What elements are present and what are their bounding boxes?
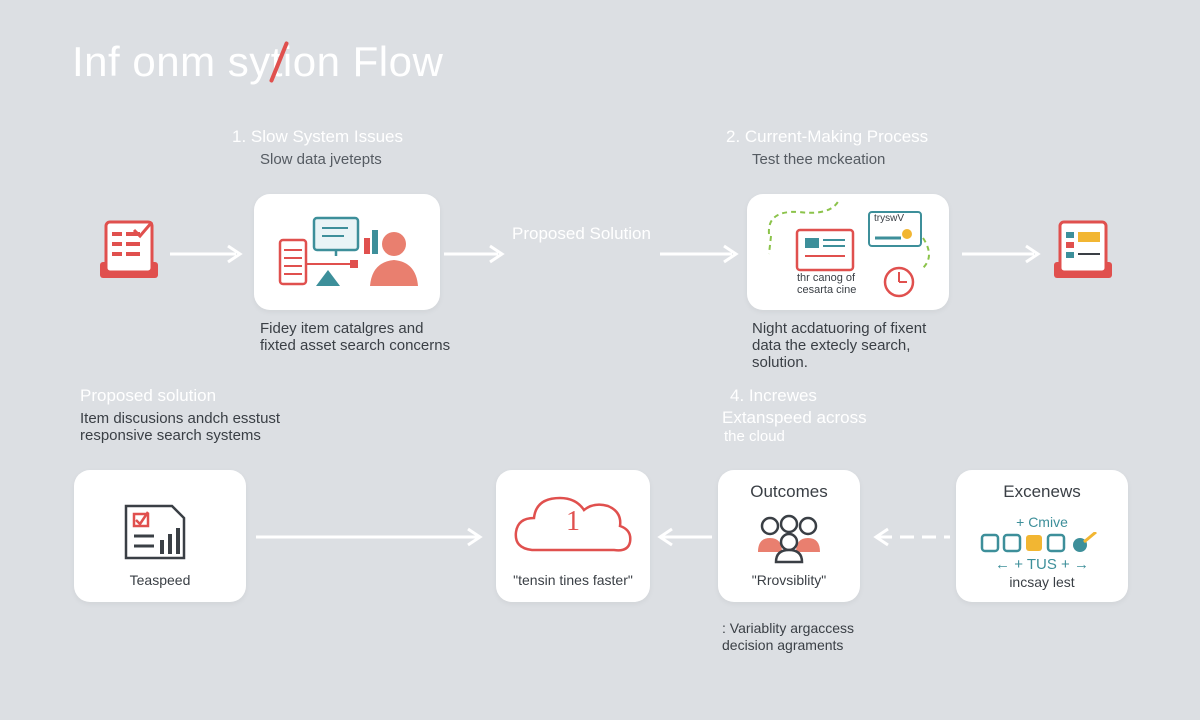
step1-card — [254, 194, 440, 310]
process-card-caption: thr canog of cesarta cine — [797, 272, 857, 296]
teaspeed-label: Teaspeed — [129, 572, 191, 588]
step2-sub: Test thee mckeation — [752, 151, 886, 168]
cloud-label: "tensin tines faster" — [513, 572, 633, 588]
flow-arrow-right — [444, 243, 506, 265]
excenews-line1: + Cmive — [1016, 514, 1068, 530]
excenews-line2: ← + TUS + → — [995, 556, 1089, 573]
step2-description: Night acdatuoring of fixent data the ext… — [752, 320, 927, 371]
step2-heading: 2. Current-Making Process — [726, 127, 929, 146]
outcomes-card: Outcomes "Rrovsiblity" — [718, 470, 860, 602]
process-illustration — [767, 199, 930, 298]
excenews-label: incsay lest — [1009, 574, 1075, 590]
step1-heading: 1. Slow System Issues — [232, 127, 404, 146]
cloud-number: 1 — [566, 506, 580, 537]
page-title: Inf onm sytion Flow — [72, 38, 444, 85]
step1-description: Fidey item catalgres and fixted asset se… — [260, 320, 451, 354]
step4-sub-line1: Extanspeed across — [722, 408, 867, 427]
excenews-title: Excenews — [1003, 482, 1081, 501]
flow-arrow-right — [962, 243, 1042, 265]
step2-card: tryswV thr canog of cesarta cine — [747, 194, 949, 310]
excenews-card: Excenews + Cmive ← + TUS + → incsay lest — [956, 470, 1128, 602]
status-boxes-icon — [980, 532, 1097, 553]
report-chart-icon — [124, 504, 186, 560]
step4-heading: 4. Increwes — [730, 386, 817, 405]
proposed-description: Item discusions andch esstust responsive… — [80, 410, 281, 444]
outcomes-title: Outcomes — [750, 482, 828, 501]
cloud-card: 1 "tensin tines faster" — [496, 470, 650, 602]
flow-arrow-right — [170, 243, 245, 265]
server-user-illustration — [278, 216, 418, 286]
step1-sub: Slow data jvetерts — [260, 151, 382, 168]
report-tablet-icon — [1052, 218, 1114, 282]
flow-arrow-left — [656, 526, 712, 548]
teaspeed-card: Teaspeed — [74, 470, 246, 602]
cloud-icon — [514, 496, 632, 552]
outcomes-label: "Rrovsiblity" — [751, 572, 827, 588]
proposed-solution-label: Proposed Solution — [512, 224, 651, 243]
flow-arrow-right-long — [256, 526, 486, 548]
flow-arrow-left-dashed — [872, 526, 950, 548]
step4-sub-line2: the cloud — [724, 428, 785, 445]
checklist-tablet-icon — [98, 218, 160, 282]
bottom-note: : Variablity argaccess decision agrament… — [722, 620, 855, 653]
process-badge-text: tryswV — [874, 213, 904, 224]
users-group-icon — [758, 514, 820, 564]
proposed-heading: Proposed solution — [80, 386, 217, 405]
flow-arrow-right — [660, 243, 740, 265]
